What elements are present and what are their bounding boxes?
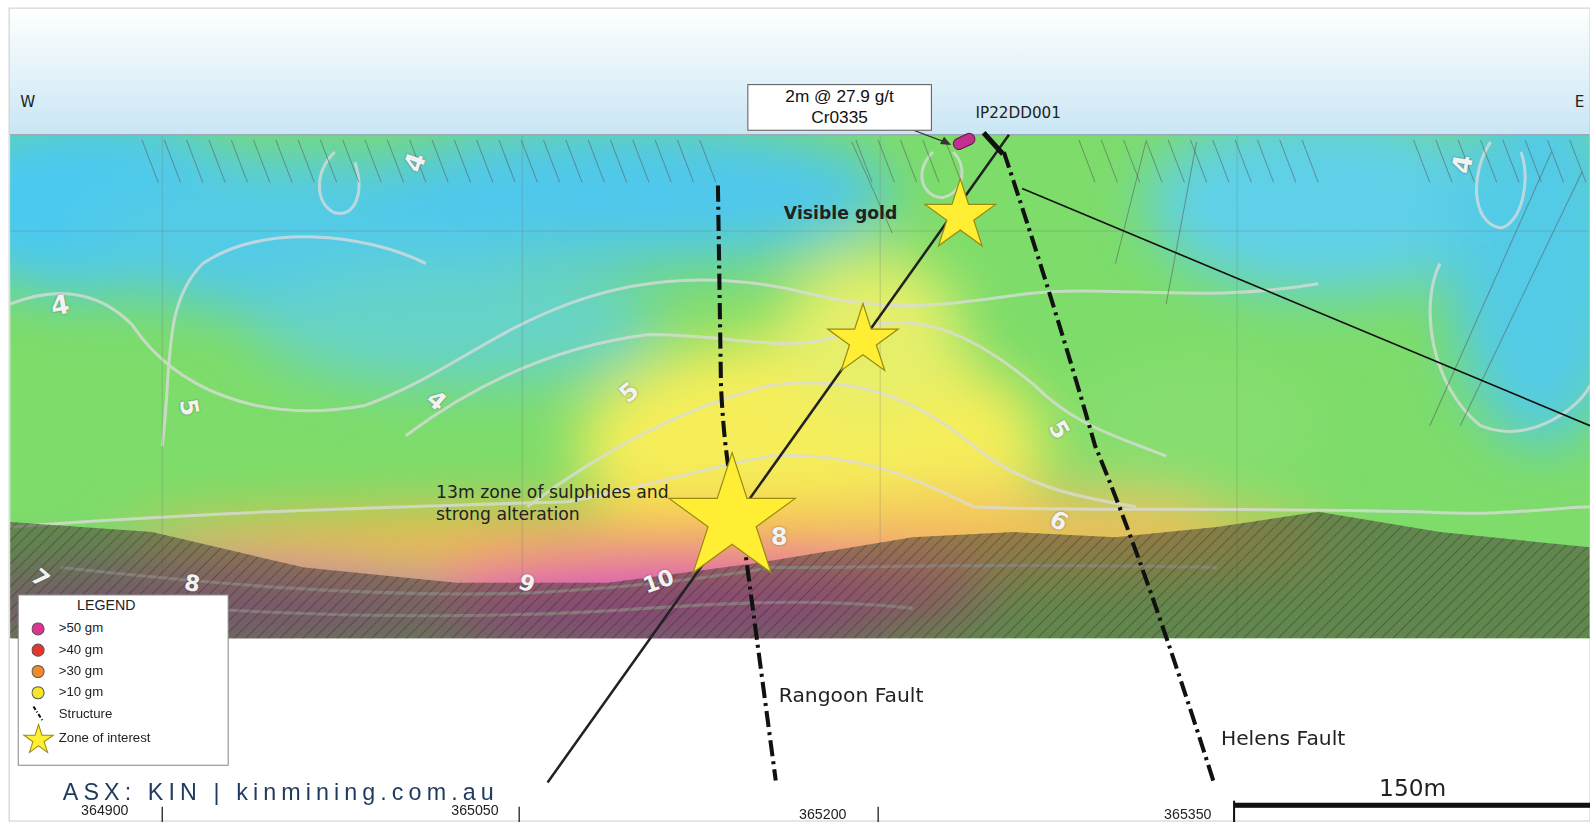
map-label: E — [1575, 93, 1585, 111]
legend-label: Structure — [59, 705, 112, 720]
easting-coordinate: 365050 — [451, 802, 498, 818]
chargeability-field — [10, 135, 1590, 639]
map-label: 150m — [1379, 774, 1446, 800]
legend-swatch — [31, 665, 44, 678]
easting-coordinate: 364900 — [81, 802, 128, 818]
drill-hole — [548, 135, 1009, 783]
contour-value: 8 — [771, 523, 788, 551]
legend-swatch — [31, 686, 44, 699]
assay-text: 2m @ 27.9 g/t Cr0335 — [748, 85, 931, 130]
map-label: IP22DD001 — [975, 103, 1060, 121]
map-label: LEGEND — [77, 597, 135, 613]
map-label: ASX: KIN | kinmining.com.au — [63, 778, 499, 805]
easting-coordinate: 365200 — [799, 806, 846, 822]
sample-marker — [952, 132, 977, 152]
fault-line — [718, 152, 1215, 785]
zone-star — [925, 179, 996, 246]
legend-label: >40 gm — [59, 642, 103, 657]
legend-swatch — [31, 644, 44, 657]
scale-bar — [1234, 803, 1590, 808]
legend-swatch — [31, 622, 44, 635]
legend-label: Zone of interest — [59, 730, 151, 745]
map-label: Rangoon Fault — [779, 683, 924, 707]
legend-label: >10 gm — [59, 684, 103, 699]
legend-label: >30 gm — [59, 663, 103, 678]
zone-star — [669, 453, 795, 573]
map-label: W — [20, 93, 35, 111]
easting-coordinate: 365350 — [1164, 806, 1211, 822]
assay-callout: 2m @ 27.9 g/t Cr0335 — [747, 84, 932, 131]
map-label: Visible gold — [784, 203, 897, 223]
map-label: Helens Fault — [1221, 726, 1345, 750]
legend-structure-sample — [33, 706, 42, 720]
map-label: 13m zone of sulphides and strong alterat… — [436, 480, 695, 525]
legend-box — [18, 595, 228, 765]
zone-star — [828, 304, 899, 371]
sky-band — [9, 8, 1590, 135]
legend-star-sample — [24, 724, 53, 752]
leader-line — [1022, 189, 1590, 426]
legend-label: >50 gm — [59, 620, 103, 635]
